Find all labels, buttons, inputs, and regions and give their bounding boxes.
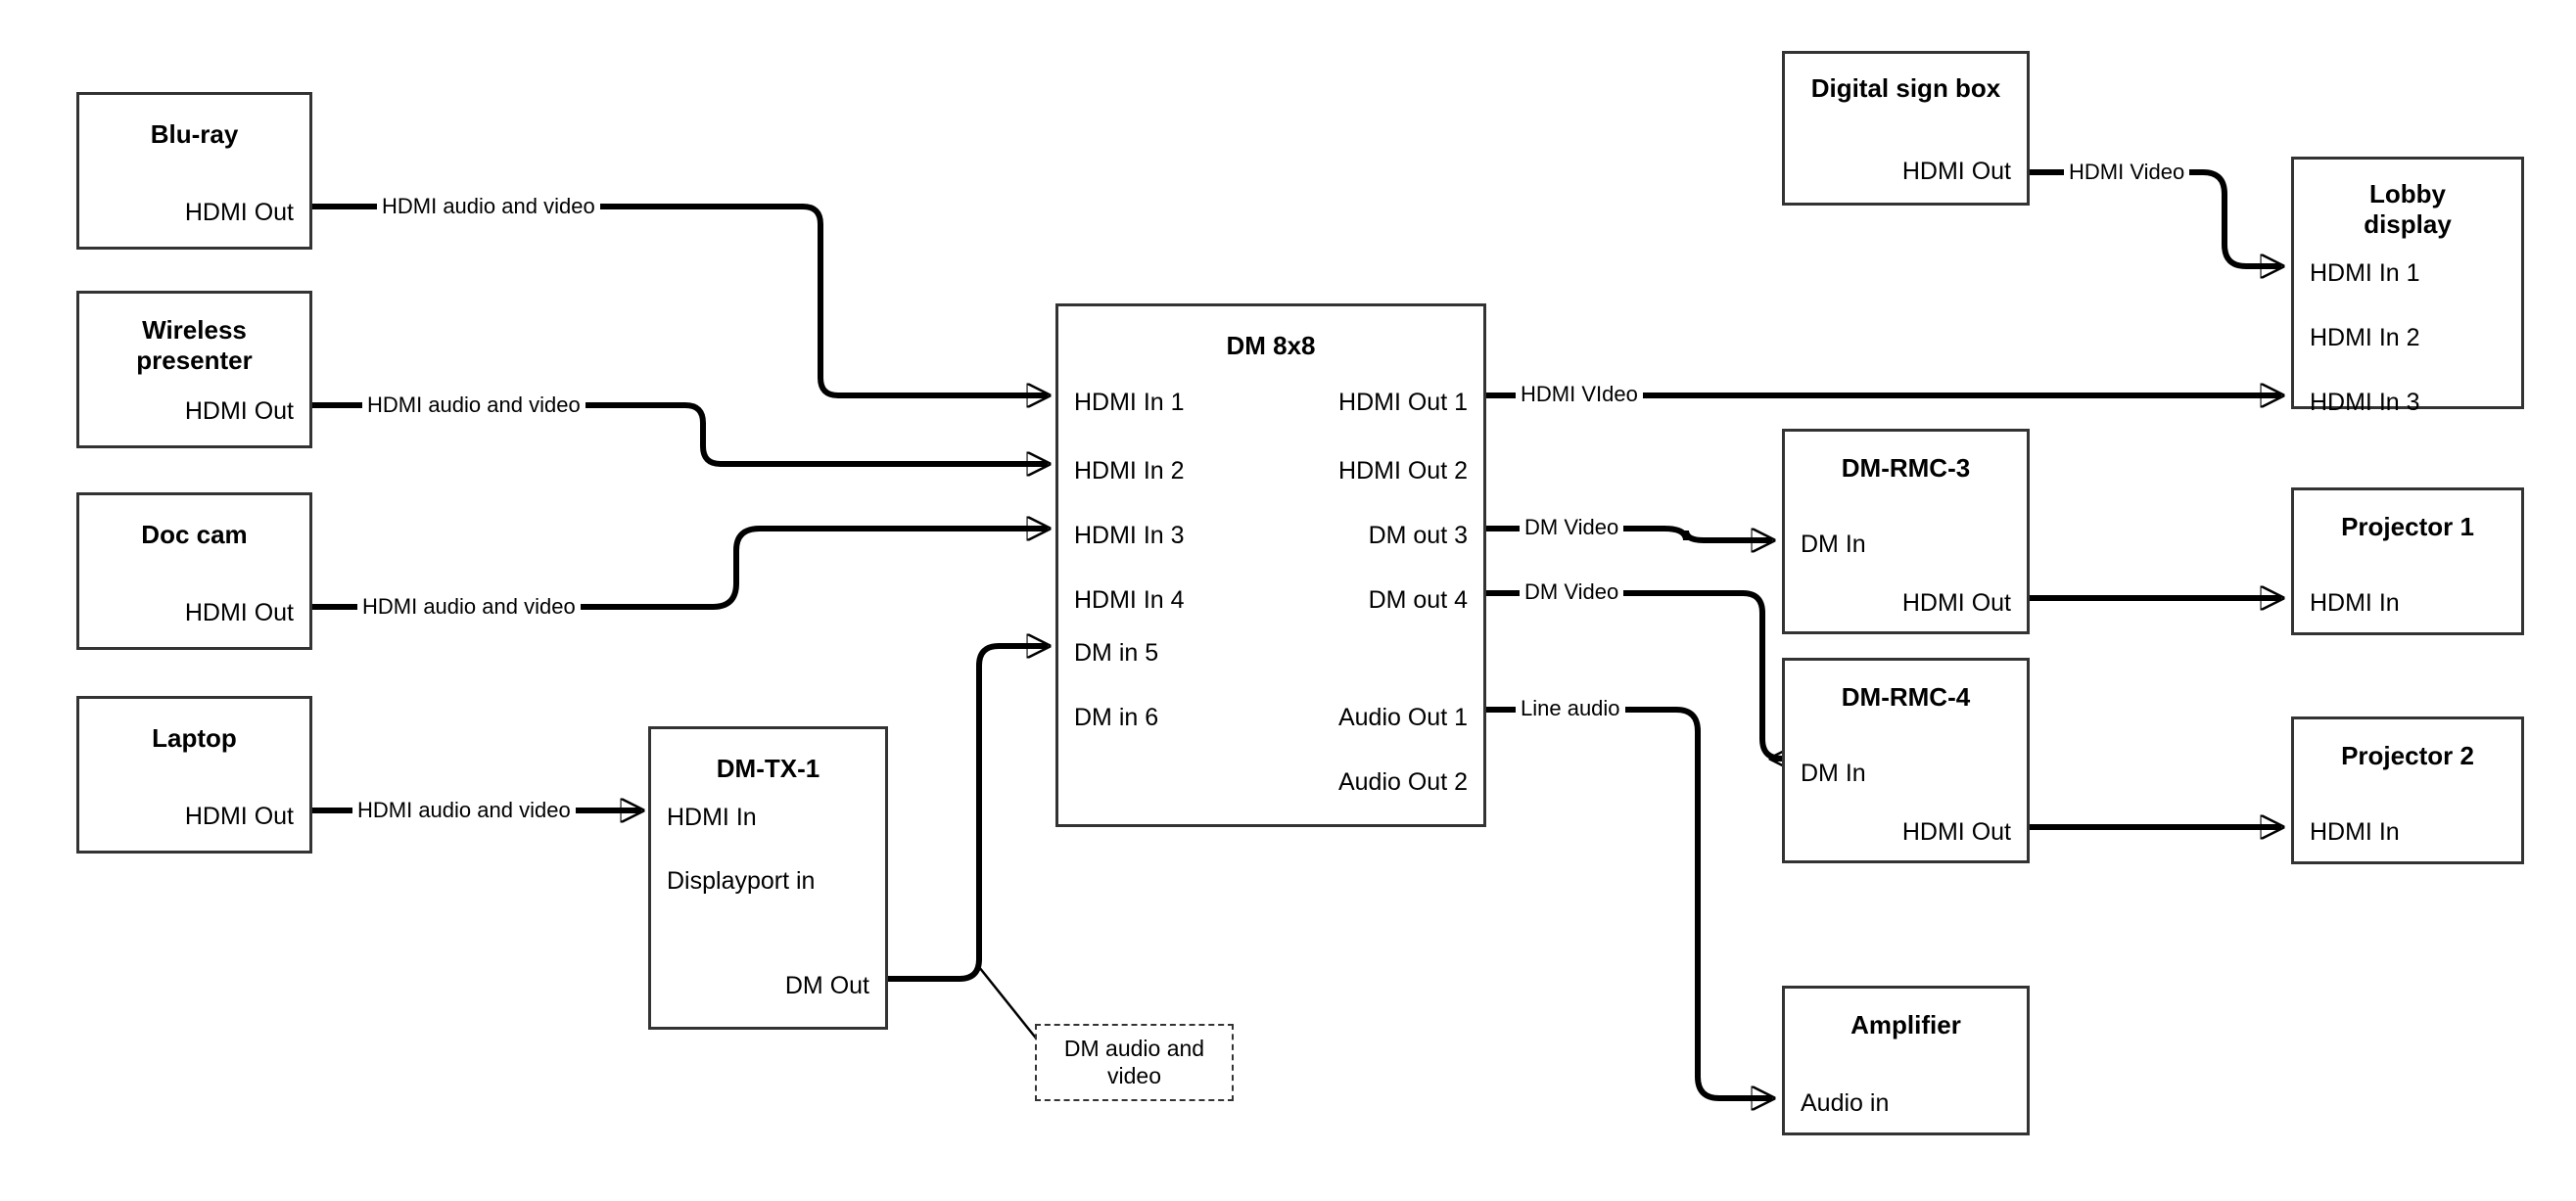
node-projector-2-title: Projector 2 bbox=[2341, 741, 2474, 770]
wire-audio-out-1-to-amplifier bbox=[1486, 707, 1772, 1098]
node-laptop-title: Laptop bbox=[152, 723, 237, 753]
node-amplifier-port-audio-in[interactable]: Audio in bbox=[1801, 1089, 1890, 1117]
edge-label-audioout1-to-amp: Line audio bbox=[1516, 698, 1625, 719]
node-laptop-port-hdmi-out[interactable]: HDMI Out bbox=[184, 803, 294, 830]
node-dm-rmc-3[interactable]: DM-RMC-3 DM In HDMI Out bbox=[1782, 429, 2030, 634]
node-dm-8x8-port-audio-out-2[interactable]: Audio Out 2 bbox=[1337, 768, 1468, 796]
node-projector-2-port-hdmi-in[interactable]: HDMI In bbox=[2310, 818, 2400, 846]
wire-bluray-to-dm-hdmi-in-1 bbox=[312, 204, 1048, 395]
node-projector-1-title: Projector 1 bbox=[2341, 512, 2474, 541]
wire-signbox-to-lobby-hdmi-in-1 bbox=[2030, 169, 2281, 266]
edge-label-dmout4-to-rmc4: DM Video bbox=[1520, 581, 1624, 603]
node-lobby-display-port-hdmi-in-3[interactable]: HDMI In 3 bbox=[2310, 389, 2420, 416]
node-dm-tx-1-port-dm-out[interactable]: DM Out bbox=[784, 972, 869, 999]
node-dm-tx-1[interactable]: DM-TX-1 HDMI In Displayport in DM Out bbox=[648, 726, 888, 1030]
node-projector-2[interactable]: Projector 2 HDMI In bbox=[2291, 716, 2524, 864]
node-wireless-presenter-title: Wireless presenter bbox=[136, 315, 253, 375]
node-dm-tx-1-port-hdmi-in[interactable]: HDMI In bbox=[667, 804, 757, 831]
node-projector-1[interactable]: Projector 1 HDMI In bbox=[2291, 487, 2524, 635]
node-digital-sign-box[interactable]: Digital sign box HDMI Out bbox=[1782, 51, 2030, 206]
node-dm-rmc-3-title: DM-RMC-3 bbox=[1841, 453, 1971, 483]
node-bluray-port-hdmi-out[interactable]: HDMI Out bbox=[184, 199, 294, 226]
node-dm-rmc-3-port-dm-in[interactable]: DM In bbox=[1801, 531, 1866, 558]
node-digital-sign-box-title: Digital sign box bbox=[1810, 73, 2001, 103]
node-digital-sign-box-port-hdmi-out[interactable]: HDMI Out bbox=[1901, 158, 2011, 185]
edge-label-laptop-to-tx: HDMI audio and video bbox=[352, 800, 576, 821]
node-dm-rmc-4[interactable]: DM-RMC-4 DM In HDMI Out bbox=[1782, 658, 2030, 863]
node-dm-rmc-3-port-hdmi-out[interactable]: HDMI Out bbox=[1901, 589, 2011, 617]
node-bluray[interactable]: Blu-ray HDMI Out bbox=[76, 92, 312, 250]
edge-label-dmout3-to-rmc3: DM Video bbox=[1520, 517, 1624, 538]
node-wireless-presenter[interactable]: Wireless presenter HDMI Out bbox=[76, 291, 312, 448]
node-doc-cam-port-hdmi-out[interactable]: HDMI Out bbox=[184, 599, 294, 626]
node-lobby-display-port-hdmi-in-1[interactable]: HDMI In 1 bbox=[2310, 259, 2420, 287]
leader-line-dm-audio-video-note bbox=[978, 966, 1039, 1041]
node-dm-8x8-title: DM 8x8 bbox=[1226, 331, 1316, 360]
wire-dmtx1-to-dm-in-5 bbox=[888, 646, 1048, 982]
node-lobby-display-port-hdmi-in-2[interactable]: HDMI In 2 bbox=[2310, 324, 2420, 351]
node-lobby-display[interactable]: Lobby display HDMI In 1 HDMI In 2 HDMI I… bbox=[2291, 157, 2524, 415]
node-dm-8x8-port-audio-out-1[interactable]: Audio Out 1 bbox=[1337, 704, 1468, 731]
edge-label-signbox-to-lobby: HDMI Video bbox=[2064, 162, 2190, 183]
node-dm-8x8-port-hdmi-in-3[interactable]: HDMI In 3 bbox=[1074, 522, 1185, 549]
node-amplifier[interactable]: Amplifier Audio in bbox=[1782, 986, 2030, 1135]
edge-label-bluray-to-dm: HDMI audio and video bbox=[377, 196, 600, 217]
node-lobby-display-title: Lobby display bbox=[2364, 179, 2452, 239]
node-dm-8x8-port-hdmi-in-1[interactable]: HDMI In 1 bbox=[1074, 389, 1185, 416]
wire-dm-out-4-to-rmc4 bbox=[1486, 590, 1782, 759]
edge-label-wireless-to-dm: HDMI audio and video bbox=[362, 394, 585, 416]
node-dm-8x8-port-dm-out-3[interactable]: DM out 3 bbox=[1368, 522, 1468, 549]
node-dm-8x8-port-hdmi-in-2[interactable]: HDMI In 2 bbox=[1074, 457, 1185, 485]
node-dm-8x8-port-dm-out-4[interactable]: DM out 4 bbox=[1368, 586, 1468, 614]
node-dm-8x8-port-hdmi-out-1[interactable]: HDMI Out 1 bbox=[1338, 389, 1468, 416]
edge-label-hdmiout1-to-lobby: HDMI VIdeo bbox=[1516, 384, 1643, 405]
node-projector-1-port-hdmi-in[interactable]: HDMI In bbox=[2310, 589, 2400, 617]
node-laptop[interactable]: Laptop HDMI Out bbox=[76, 696, 312, 854]
node-dm-rmc-4-title: DM-RMC-4 bbox=[1841, 682, 1971, 712]
node-dm-8x8-port-dm-in-5[interactable]: DM in 5 bbox=[1074, 639, 1159, 667]
note-dm-audio-and-video: DM audio and video bbox=[1035, 1024, 1234, 1101]
node-bluray-title: Blu-ray bbox=[150, 119, 239, 149]
node-dm-tx-1-port-displayport-in[interactable]: Displayport in bbox=[667, 867, 816, 895]
edge-label-doccam-to-dm: HDMI audio and video bbox=[357, 596, 581, 618]
node-dm-rmc-4-port-hdmi-out[interactable]: HDMI Out bbox=[1901, 818, 2011, 846]
note-dm-audio-and-video-text: DM audio and video bbox=[1063, 1035, 1205, 1088]
node-doc-cam[interactable]: Doc cam HDMI Out bbox=[76, 492, 312, 650]
node-dm-rmc-4-port-dm-in[interactable]: DM In bbox=[1801, 760, 1866, 787]
node-amplifier-title: Amplifier bbox=[1850, 1010, 1961, 1039]
node-dm-8x8-port-hdmi-out-2[interactable]: HDMI Out 2 bbox=[1338, 457, 1468, 485]
node-wireless-presenter-port-hdmi-out[interactable]: HDMI Out bbox=[184, 397, 294, 425]
node-dm-tx-1-title: DM-TX-1 bbox=[716, 754, 820, 783]
node-doc-cam-title: Doc cam bbox=[141, 520, 248, 549]
node-dm-8x8[interactable]: DM 8x8 HDMI In 1 HDMI In 2 HDMI In 3 HDM… bbox=[1055, 303, 1486, 827]
node-dm-8x8-port-hdmi-in-4[interactable]: HDMI In 4 bbox=[1074, 586, 1185, 614]
node-dm-8x8-port-dm-in-6[interactable]: DM in 6 bbox=[1074, 704, 1159, 731]
